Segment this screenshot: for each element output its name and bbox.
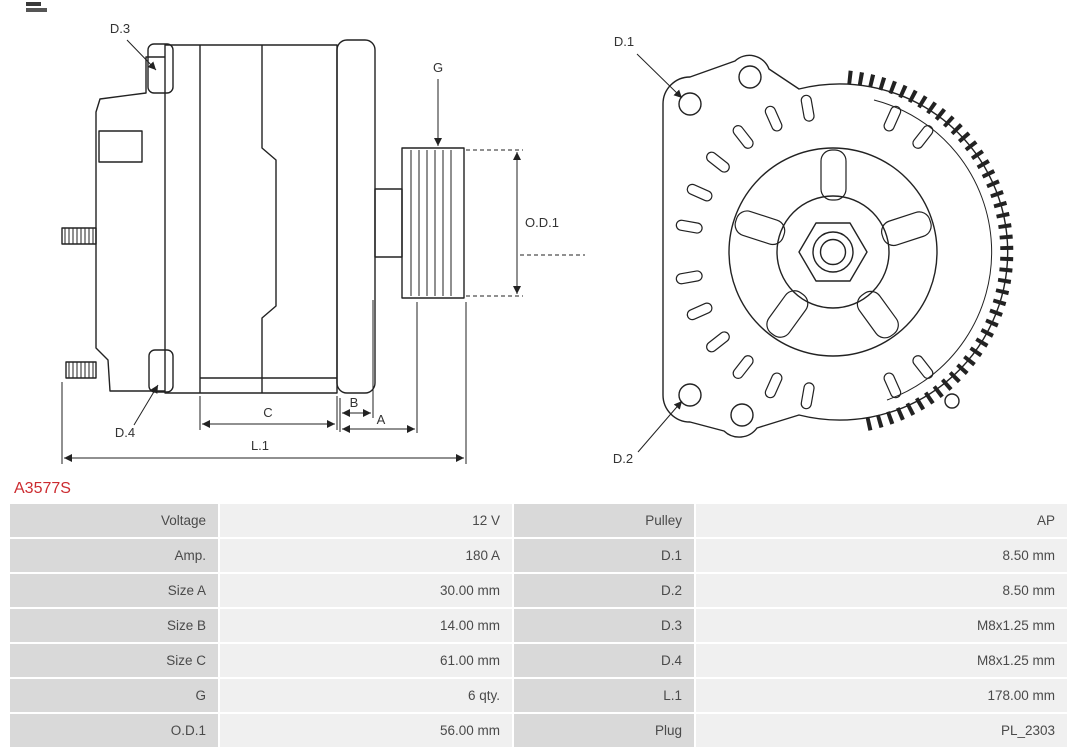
spec-label-cell: Amp. (10, 539, 218, 572)
spec-value-cell: 61.00 mm (220, 644, 512, 677)
dim-label-b: B (350, 395, 359, 410)
spec-value-cell: PL_2303 (696, 714, 1067, 747)
dim-label-d2: D.2 (613, 451, 633, 466)
dim-label-l1: L.1 (251, 438, 269, 453)
spec-label-cell: D.3 (514, 609, 694, 642)
spec-label-cell: D.1 (514, 539, 694, 572)
dim-label-d1: D.1 (614, 34, 634, 49)
front-view-drawing (662, 54, 1014, 438)
spec-label-cell: Size A (10, 574, 218, 607)
spec-label-cell: Pulley (514, 504, 694, 537)
spec-value-cell: 180 A (220, 539, 512, 572)
part-number: A3577S (14, 480, 71, 497)
spec-label-cell: Voltage (10, 504, 218, 537)
spec-value-cell: 56.00 mm (220, 714, 512, 747)
spec-value-cell: 30.00 mm (220, 574, 512, 607)
spec-value-cell: 12 V (220, 504, 512, 537)
spec-label-cell: G (10, 679, 218, 712)
spec-label-cell: D.2 (514, 574, 694, 607)
front-view-dimensions (636, 53, 683, 453)
spec-table: Voltage 12 V Pulley AP Amp. 180 A D.1 8.… (10, 504, 1070, 747)
side-view-dimensions (61, 39, 585, 464)
spec-value-cell: AP (696, 504, 1067, 537)
spec-value-cell: M8x1.25 mm (696, 609, 1067, 642)
spec-label-cell: L.1 (514, 679, 694, 712)
spec-value-cell: 14.00 mm (220, 609, 512, 642)
spec-value-cell: 8.50 mm (696, 539, 1067, 572)
dim-label-g: G (433, 60, 443, 75)
spec-value-cell: 8.50 mm (696, 574, 1067, 607)
technical-drawing-area: D.3 G O.D.1 D.4 C B A L.1 (26, 2, 1014, 466)
dim-label-d3: D.3 (110, 21, 130, 36)
spec-label-cell: D.4 (514, 644, 694, 677)
dim-label-c: C (263, 405, 272, 420)
dim-label-od1: O.D.1 (525, 215, 559, 230)
spec-label-cell: Size C (10, 644, 218, 677)
side-view-drawing (61, 39, 465, 394)
spec-label-cell: Size B (10, 609, 218, 642)
spec-value-cell: 6 qty. (220, 679, 512, 712)
dim-label-a: A (377, 412, 386, 427)
dim-label-d4: D.4 (115, 425, 135, 440)
spec-label-cell: Plug (514, 714, 694, 747)
logo-fragment (26, 2, 47, 12)
spec-value-cell: M8x1.25 mm (696, 644, 1067, 677)
alternator-technical-drawing: D.3 G O.D.1 D.4 C B A L.1 (26, 2, 1014, 466)
spec-label-cell: O.D.1 (10, 714, 218, 747)
spec-value-cell: 178.00 mm (696, 679, 1067, 712)
